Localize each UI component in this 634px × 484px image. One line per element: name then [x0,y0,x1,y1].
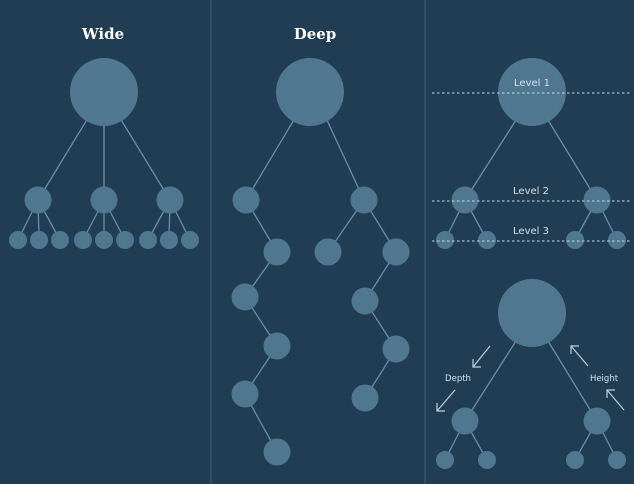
levels-tree: Level 1 Level 2 Level 3 [432,58,630,249]
depth-label: Depth [445,374,471,384]
deep-node [263,238,291,266]
wide-leaf-node [9,231,27,249]
height-label: Height [590,374,619,384]
wide-child-node [24,186,52,214]
deep-node [351,287,379,315]
deep-node [232,186,260,214]
depth-height-tree-edges [444,340,618,461]
deep-node [314,238,342,266]
depth-height-leaf-node [478,451,496,469]
deep-node [382,238,410,266]
depth-height-root-node [498,279,566,347]
wide-leaf-node [160,231,178,249]
wide-leaf-node [30,231,48,249]
wide-child-node [156,186,184,214]
depth-height-leaf-node [608,451,626,469]
level-1-label: Level 1 [514,78,550,89]
levels-leaf-node [436,231,454,249]
wide-leaf-node [51,231,69,249]
deep-node [231,283,259,311]
wide-leaf-node [74,231,92,249]
levels-root-node [498,58,566,126]
deep-tree [231,58,410,466]
deep-node [231,380,259,408]
depth-height-child-node [451,407,479,435]
level-2-label: Level 2 [513,186,549,197]
height-arrow-icon [570,345,589,367]
levels-tree-edges [444,119,618,241]
depth-arrow-icon [436,389,456,412]
depth-height-leaf-node [436,451,454,469]
wide-title: Wide [81,25,124,43]
level-3-label: Level 3 [513,226,549,237]
wide-child-node [90,186,118,214]
deep-node [382,335,410,363]
deep-title: Deep [294,25,337,43]
deep-node [351,384,379,412]
levels-child-node [583,186,611,214]
wide-leaf-node [95,231,113,249]
deep-node [263,332,291,360]
depth-height-child-node [583,407,611,435]
depth-arrow-icon [472,345,491,368]
wide-leaf-node [181,231,199,249]
levels-leaf-node [478,231,496,249]
deep-node [263,438,291,466]
levels-child-node [451,186,479,214]
wide-leaf-node [116,231,134,249]
levels-leaf-node [608,231,626,249]
wide-leaf-node [139,231,157,249]
wide-tree [9,58,199,249]
depth-height-tree: Depth Height [436,279,626,469]
deep-root-node [276,58,344,126]
levels-leaf-node [566,231,584,249]
wide-tree-edges [17,117,191,241]
depth-height-leaf-node [566,451,584,469]
deep-node [350,186,378,214]
height-arrow-icon [606,389,625,411]
wide-root-node [70,58,138,126]
